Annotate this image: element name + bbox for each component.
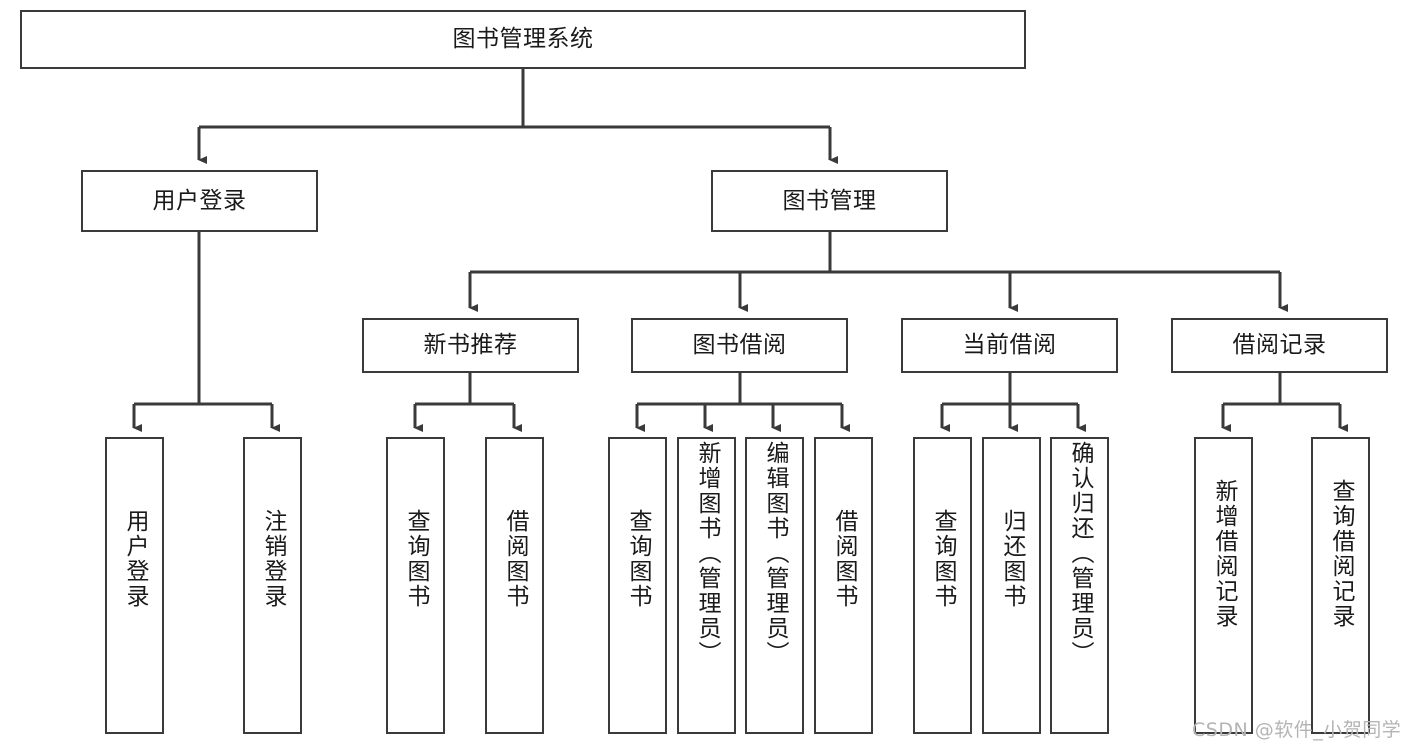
node-label: 图书借阅 <box>692 332 787 359</box>
node-label: 借阅图书 <box>502 509 528 609</box>
node-current-borrow[interactable]: 当前借阅 <box>901 318 1118 373</box>
node-user-login[interactable]: 用户登录 <box>81 170 318 232</box>
node-label: 图书管理 <box>782 187 877 214</box>
node-root-system[interactable]: 图书管理系统 <box>20 10 1026 69</box>
leaf-logout[interactable]: 注销登录 <box>243 437 302 734</box>
leaf-add-borrow-record[interactable]: 新增借阅记录 <box>1194 437 1253 734</box>
watermark: CSDN @软件_小贺同学 <box>1192 719 1402 741</box>
leaf-edit-book-admin[interactable]: 编辑图书（管理员） <box>745 437 804 734</box>
leaf-user-login[interactable]: 用户登录 <box>105 437 164 734</box>
node-label: 注销登录 <box>260 509 286 609</box>
node-label: 归还图书 <box>999 509 1025 609</box>
node-label: 借阅记录 <box>1232 332 1327 359</box>
node-label: 图书管理系统 <box>452 26 594 53</box>
leaf-query-borrow-record[interactable]: 查询借阅记录 <box>1311 437 1370 734</box>
node-label: 用户登录 <box>122 509 148 609</box>
node-label: 查询图书 <box>930 509 956 609</box>
node-label: 确认归还（管理员） <box>1067 441 1093 666</box>
node-label: 用户登录 <box>152 187 247 214</box>
node-label: 查询图书 <box>403 509 429 609</box>
node-book-borrow[interactable]: 图书借阅 <box>631 318 848 373</box>
node-book-management[interactable]: 图书管理 <box>711 170 948 232</box>
leaf-query-book-current[interactable]: 查询图书 <box>913 437 972 734</box>
node-label: 新书推荐 <box>423 332 518 359</box>
leaf-confirm-return-admin[interactable]: 确认归还（管理员） <box>1050 437 1109 734</box>
node-label: 查询图书 <box>625 509 651 609</box>
node-new-book-recommend[interactable]: 新书推荐 <box>362 318 579 373</box>
node-borrow-record[interactable]: 借阅记录 <box>1171 318 1388 373</box>
node-label: 借阅图书 <box>831 509 857 609</box>
node-label: 当前借阅 <box>962 332 1057 359</box>
node-label: 编辑图书（管理员） <box>762 441 788 666</box>
node-label: 查询借阅记录 <box>1328 479 1354 629</box>
leaf-query-book-recommend[interactable]: 查询图书 <box>386 437 445 734</box>
node-label: 新增图书（管理员） <box>694 441 720 666</box>
leaf-return-book[interactable]: 归还图书 <box>982 437 1041 734</box>
node-label: 新增借阅记录 <box>1211 479 1237 629</box>
leaf-borrow-book[interactable]: 借阅图书 <box>814 437 873 734</box>
leaf-borrow-book-recommend[interactable]: 借阅图书 <box>485 437 544 734</box>
leaf-query-book-borrow[interactable]: 查询图书 <box>608 437 667 734</box>
leaf-add-book-admin[interactable]: 新增图书（管理员） <box>677 437 736 734</box>
